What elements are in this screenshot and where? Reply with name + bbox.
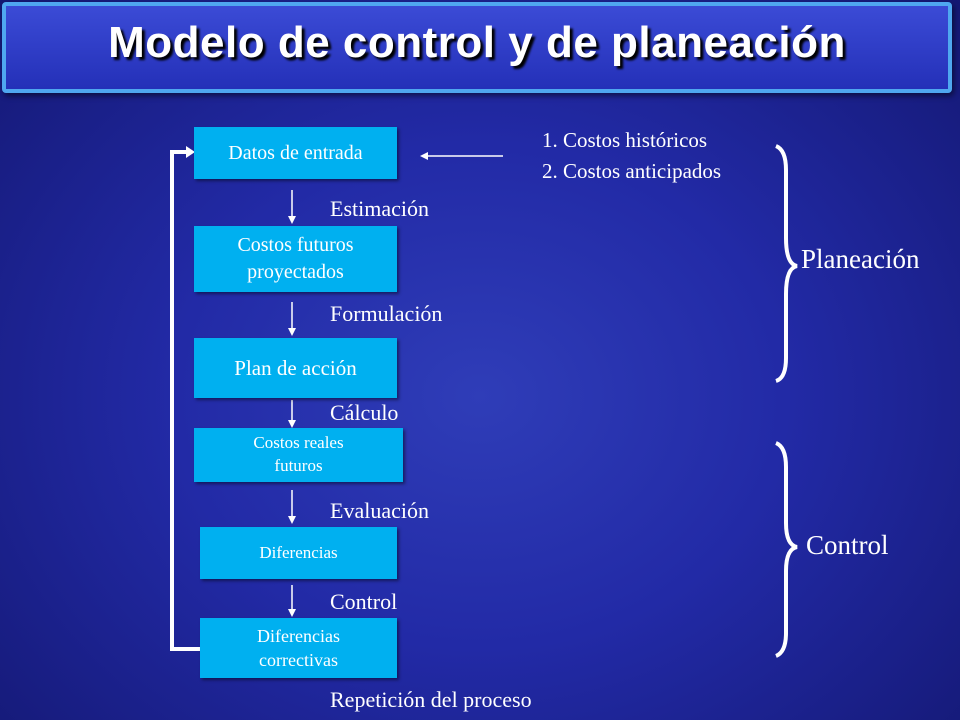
costos-futuros-line2: proyectados [247, 261, 344, 283]
calculo-label: Cálculo [330, 400, 399, 425]
control-step-label: Control [330, 589, 398, 614]
planeacion-phase-label: Planeación [801, 244, 920, 274]
plan-accion-box: Plan de acción [194, 338, 397, 398]
costos-futuros-box: Costos futuros proyectados [194, 226, 397, 292]
input-item-anticipados: 2. Costos anticipados [542, 159, 722, 183]
datos-entrada-box: Datos de entrada [194, 127, 397, 179]
evaluacion-label: Evaluación [330, 498, 429, 523]
costos-futuros-line1: Costos futuros [237, 234, 354, 256]
estimacion-label: Estimación [330, 196, 429, 221]
slide-title: Modelo de control y de planeación [108, 18, 846, 67]
costos-reales-line1: Costos reales [253, 433, 344, 453]
diferencias-correctivas-line2: correctivas [259, 650, 338, 670]
plan-accion-label: Plan de acción [234, 355, 357, 380]
costos-reales-line2: futuros [274, 456, 323, 475]
diferencias-box: Diferencias [200, 527, 397, 579]
formulacion-label: Formulación [330, 301, 443, 326]
title-banner: Modelo de control y de planeación [2, 2, 952, 93]
repeticion-label: Repetición del proceso [330, 687, 532, 712]
control-brace [775, 441, 798, 658]
control-phase-label: Control [806, 530, 889, 560]
costos-reales-box: Costos reales futuros [194, 428, 403, 482]
diferencias-correctivas-line1: Diferencias [257, 625, 340, 646]
diferencias-label: Diferencias [259, 542, 338, 562]
datos-entrada-label: Datos de entrada [228, 141, 363, 164]
input-item-historicos: 1. Costos históricos [542, 128, 708, 152]
planeacion-brace [775, 144, 798, 383]
diferencias-correctivas-box: Diferencias correctivas [200, 618, 397, 678]
